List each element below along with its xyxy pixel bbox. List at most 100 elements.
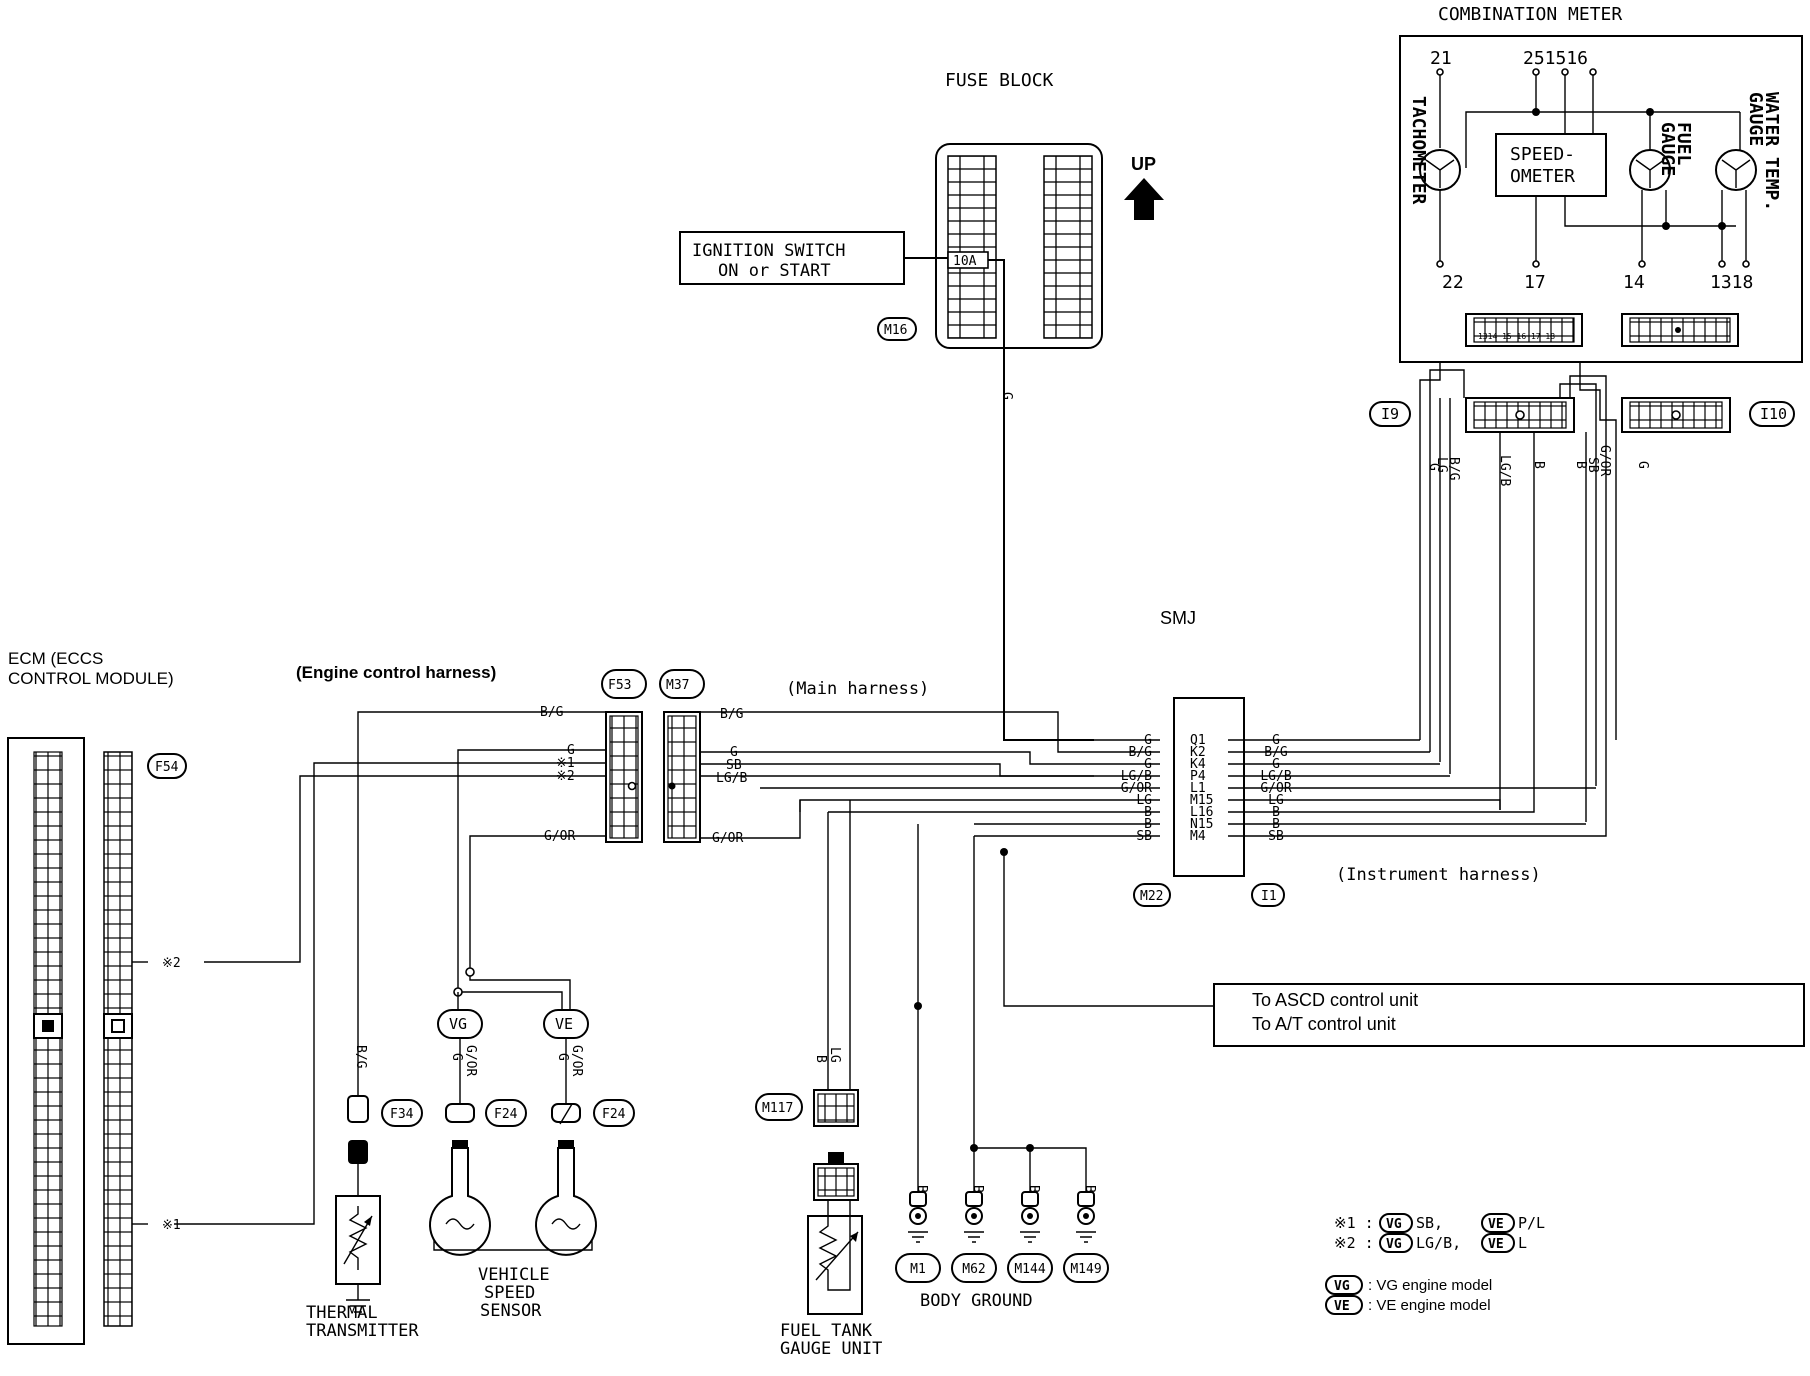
smj-pin: K4 <box>1190 757 1206 772</box>
speedometer <box>1495 133 1607 197</box>
ignition-line1: IGNITION SWITCH <box>692 241 846 261</box>
fuse-wire-label: G <box>999 392 1014 400</box>
sensor-ve-label: VE <box>555 1015 573 1033</box>
smj-pin: N15 <box>1190 817 1213 832</box>
connector-m117 <box>755 1093 803 1121</box>
legend-n2-vg-val: LG/B, <box>1416 1234 1461 1252</box>
thermal-plug <box>347 1095 369 1123</box>
engine-harness-label: (Engine control harness) <box>296 663 496 682</box>
connector-m144-label: M144 <box>1014 1262 1045 1277</box>
ac-wave-icon <box>445 1218 475 1230</box>
connector-m37 <box>659 669 705 699</box>
main-wire-g: G <box>730 745 738 760</box>
ground-point: BM1 <box>895 1170 941 1283</box>
smj-pin: L1 <box>1190 781 1206 796</box>
ground-wire-b: B <box>1082 1185 1097 1193</box>
legend-n2-ve-val: L <box>1518 1234 1527 1252</box>
connector-m62-label: M62 <box>962 1262 985 1277</box>
ecm-title-line2: CONTROL MODULE) <box>8 669 174 688</box>
combination-meter <box>1399 35 1803 363</box>
connector-i9-label: I9 <box>1381 405 1399 423</box>
smj-right-wire: B <box>1272 805 1280 820</box>
connector-i1-label: I1 <box>1261 889 1277 904</box>
connector-m37-label: M37 <box>666 678 689 693</box>
smj-right-wire: SB <box>1268 829 1284 844</box>
water-temp-line1: WATER TEMP. <box>1761 92 1782 211</box>
connector-f53 <box>601 669 647 699</box>
connector-m144 <box>1007 1253 1053 1283</box>
connector-m22-label: M22 <box>1140 889 1163 904</box>
smj-left-wire: LG/B <box>1121 769 1152 784</box>
legend-ve-model: : VE engine model <box>1368 1297 1491 1314</box>
engine-wire-gor: G/OR <box>544 829 575 844</box>
smj-right-wire: B/G <box>1264 745 1288 760</box>
legend-n1-vg: VG <box>1386 1217 1402 1232</box>
connector-f24-b-label: F24 <box>602 1107 626 1122</box>
smj-row: G Q1 G <box>1094 733 1290 748</box>
to-at-label: To A/T control unit <box>1252 1014 1396 1034</box>
smj-pin: Q1 <box>1190 733 1206 748</box>
vg-wire-gor: G/OR <box>463 1045 478 1076</box>
fuel-wire-b: B <box>813 1055 828 1063</box>
engine-wire-n1: ※1 <box>556 756 575 771</box>
legend-ve-key: VE <box>1334 1299 1350 1314</box>
connector-m16 <box>877 317 917 341</box>
engine-wire-bg: B/G <box>540 705 564 720</box>
connector-i10-label: I10 <box>1760 405 1787 423</box>
ve-wire-gor: G/OR <box>569 1045 584 1076</box>
meter-wire-g: G <box>1426 463 1441 471</box>
meter-wire-lg: LG <box>1434 457 1449 473</box>
engine-wire-g: G <box>567 743 575 758</box>
connector-m149 <box>1063 1253 1109 1283</box>
speedometer-line1: SPEED- <box>1510 144 1575 165</box>
main-wire-gor: G/OR <box>712 831 743 846</box>
connector-f34-label: F34 <box>390 1107 414 1122</box>
smj-row: G K4 G <box>1094 757 1290 772</box>
vg-speed-sensor <box>429 1147 491 1256</box>
smj-block <box>1173 697 1245 877</box>
fuel-gauge-line1: FUEL <box>1673 122 1694 166</box>
smj-left-wire: G/OR <box>1121 781 1152 796</box>
connector-f54 <box>147 753 187 779</box>
vehicle-speed-line1: VEHICLE <box>478 1265 550 1285</box>
fuel-wire-lg: LG <box>827 1047 842 1063</box>
smj-right-wire: G <box>1272 757 1280 772</box>
smj-right-wire: G <box>1272 733 1280 748</box>
connector-m22 <box>1133 883 1171 907</box>
fuel-tank-line2: GAUGE UNIT <box>780 1339 882 1359</box>
ground-icon <box>964 1231 984 1243</box>
smj-pin: L16 <box>1190 805 1213 820</box>
fuel-gauge-line2: GAUGE <box>1657 122 1678 176</box>
speedometer-line2: OMETER <box>1510 166 1575 187</box>
legend: ※1 : VG SB, VE P/L ※2 : VG LG/B, VE L VG… <box>1325 1213 1545 1315</box>
thermistor-icon <box>348 1206 368 1270</box>
smj-pin: P4 <box>1190 769 1206 784</box>
legend-n1-ref: ※1 : <box>1334 1214 1374 1232</box>
ground-wire-b: B <box>914 1185 929 1193</box>
vg-plug <box>445 1103 475 1123</box>
connector-f24-a-label: F24 <box>494 1107 518 1122</box>
connector-m62 <box>951 1253 997 1283</box>
connector-m16-label: M16 <box>884 323 907 338</box>
thermal-line1: THERMAL <box>306 1303 378 1323</box>
water-temp-line2: GAUGE <box>1745 92 1766 146</box>
connector-i1 <box>1251 883 1285 907</box>
ground-icon <box>1076 1231 1096 1243</box>
meter-pin-22: 22 <box>1442 272 1464 293</box>
ve-wire-g: G <box>555 1053 570 1061</box>
smj-left-wire: G <box>1144 757 1152 772</box>
to-ascd-label: To ASCD control unit <box>1252 990 1418 1010</box>
smj-left-wire: LG <box>1136 793 1152 808</box>
smj-left-wire: G <box>1144 733 1152 748</box>
ground-icon <box>346 1299 370 1313</box>
connector-i9 <box>1369 401 1411 427</box>
